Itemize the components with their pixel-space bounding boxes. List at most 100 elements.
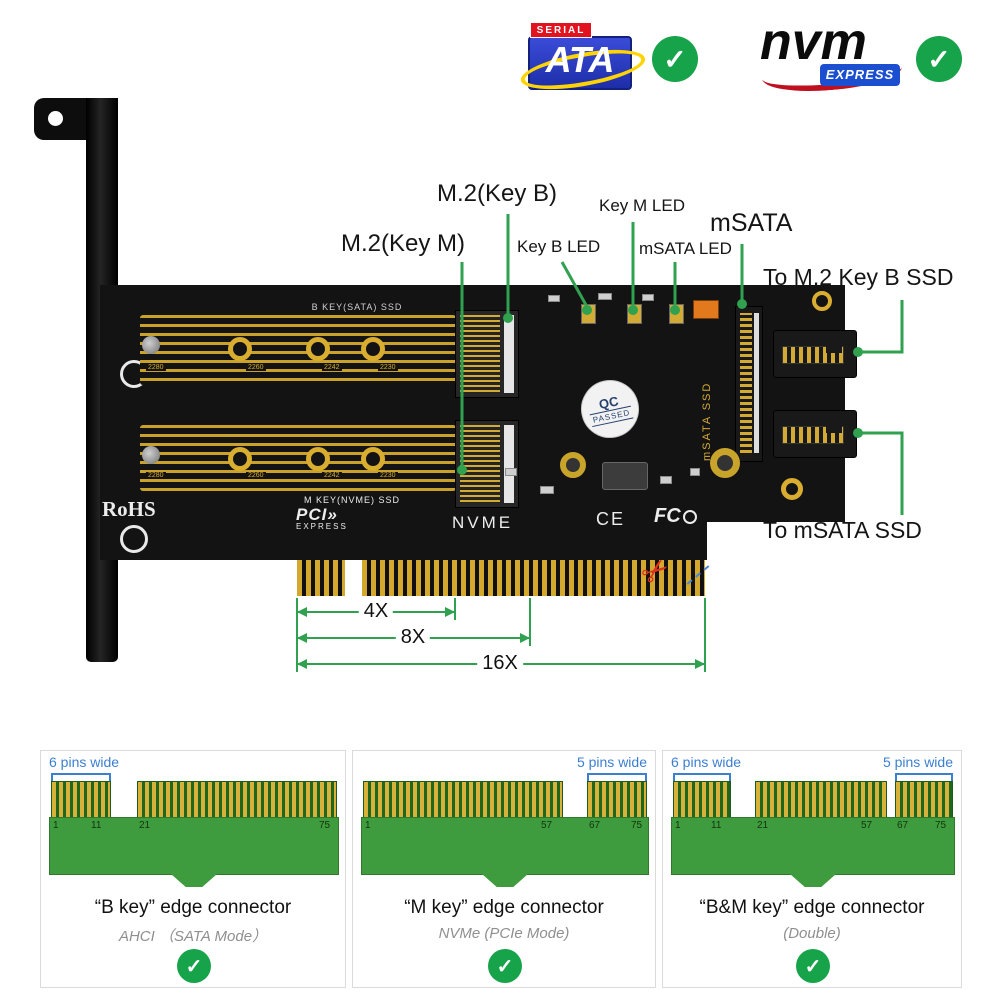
- pcb-via-hole: [781, 478, 803, 500]
- pin-number: 75: [319, 820, 331, 831]
- connector-title-rest: edge connector: [472, 897, 604, 918]
- callout-msata: mSATA: [710, 209, 793, 237]
- pin-group: [363, 781, 563, 818]
- pin-number: 1: [53, 820, 59, 831]
- pins-wide-bracket: [673, 773, 731, 781]
- socket-key: [504, 315, 514, 393]
- pins-wide-label: 6 pins wide: [671, 754, 742, 770]
- connector-title-rest: edge connector: [793, 897, 925, 918]
- standoff-hole: [228, 337, 252, 361]
- b-key-slot-label: B KEY(SATA) SSD: [311, 302, 403, 312]
- pin-group: [895, 781, 953, 818]
- m-key-slot-label: M KEY(NVME) SSD: [303, 495, 400, 505]
- connector-title-rest: edge connector: [160, 897, 292, 918]
- smd-component: [505, 468, 517, 476]
- m2-b-key-socket: [455, 310, 519, 398]
- standoff-hole: [361, 447, 385, 471]
- pin-group: [755, 781, 887, 818]
- size-label: 2280: [146, 472, 166, 479]
- pcie-fingers-long: [362, 560, 705, 596]
- size-label: 2280: [146, 364, 166, 371]
- standoff-hole: [306, 447, 330, 471]
- connector-title: “B&M key” edge connector: [663, 897, 961, 919]
- pins-wide-label: 5 pins wide: [576, 754, 647, 770]
- callout-key-b-led: Key B LED: [517, 237, 601, 256]
- bm-key-check-icon: ✓: [796, 949, 830, 983]
- key-b-led: [581, 304, 596, 324]
- dim-label-4x: 4X: [358, 600, 394, 624]
- pin-group: [51, 781, 111, 818]
- pin-number: 21: [757, 820, 769, 831]
- pcb-via-hole: [812, 291, 832, 311]
- smd-component: [642, 294, 654, 301]
- socket-pins: [460, 425, 500, 503]
- connector-key-name: “B&M key”: [699, 897, 789, 918]
- nvm-express-badge: EXPRESS: [820, 64, 900, 86]
- connector-panel-b-key: 6 pins wide 1 11 21 75 “B key” edge conn…: [40, 750, 346, 988]
- connector-panel-bm-key: 6 pins wide 5 pins wide 1 11 21 57 67 75…: [662, 750, 962, 988]
- socket-key: [504, 425, 514, 503]
- size-label: 2260: [246, 364, 266, 371]
- m2-m-key-socket: [455, 420, 519, 508]
- pins-wide-bracket: [587, 773, 647, 781]
- size-label: 2242: [322, 472, 342, 479]
- connector-body: [671, 817, 955, 875]
- standoff-screw-top: [142, 336, 160, 354]
- nvm-express-logo: nvm EXPRESS: [760, 13, 920, 97]
- smd-component: [540, 486, 554, 494]
- callout-to-m2-key-b-ssd: To M.2 Key B SSD: [763, 264, 954, 290]
- callout-m2-key-m: M.2(Key M): [341, 230, 466, 257]
- pcb-board-lower: [100, 521, 707, 560]
- pcie-fingers-short: [297, 560, 345, 596]
- nvm-text: nvm: [760, 13, 867, 71]
- pins-wide-label: 5 pins wide: [882, 754, 953, 770]
- b-key-traces: [140, 315, 456, 385]
- pins-wide-label: 6 pins wide: [49, 754, 120, 770]
- sata-port-msata: [773, 410, 857, 458]
- sata-port-key-notch: [826, 346, 842, 353]
- callout-to-msata-ssd: To mSATA SSD: [763, 517, 922, 543]
- sata-port-m2-b: [773, 330, 857, 378]
- passed-text: PASSED: [589, 405, 634, 428]
- callout-msata-led: mSATA LED: [639, 239, 732, 258]
- express-text: EXPRESS: [296, 522, 348, 531]
- size-label: 2260: [246, 472, 266, 479]
- size-label: 2230: [378, 472, 398, 479]
- smd-component: [660, 476, 672, 484]
- pin-number: 1: [675, 820, 681, 831]
- fcc-mark: FC: [654, 505, 697, 528]
- connector-body: [49, 817, 339, 875]
- pci-arrow-icon: »: [327, 505, 338, 524]
- fcc-text: FC: [654, 505, 681, 527]
- nvme-silkscreen: NVME: [452, 513, 514, 532]
- connector-subtitle: (Double): [783, 925, 841, 942]
- m-key-check-icon: ✓: [488, 949, 522, 983]
- msata-socket-key: [754, 313, 759, 453]
- pin-number: 67: [589, 820, 601, 831]
- callout-key-m-led: Key M LED: [599, 196, 685, 215]
- connector-body: [361, 817, 649, 875]
- connector-tab: [482, 874, 528, 887]
- msata-power-connector: [693, 300, 719, 319]
- pin-number: 21: [139, 820, 151, 831]
- pcb-mount-hole-bottom: [120, 525, 148, 553]
- sata-ata-text: ATA: [545, 39, 615, 80]
- fcc-circle-icon: [682, 509, 697, 524]
- connector-tab: [790, 874, 836, 887]
- pin-number: 75: [631, 820, 643, 831]
- pin-group: [137, 781, 337, 818]
- connector-title: “B key” edge connector: [41, 897, 345, 919]
- connector-tab: [171, 874, 217, 887]
- sata-check-icon: ✓: [652, 36, 698, 82]
- msata-silkscreen-text: mSATA SSD: [701, 381, 713, 461]
- standoff-screw-bottom: [142, 446, 160, 464]
- pin-number: 11: [91, 820, 102, 831]
- sata-serial-tab: SERIAL: [530, 22, 592, 38]
- pin-number: 57: [541, 820, 553, 831]
- nvme-check-icon: ✓: [916, 36, 962, 82]
- smd-component: [690, 468, 700, 476]
- bracket-screw-hole: [48, 111, 63, 126]
- pin-group: [673, 781, 731, 818]
- connector-panel-m-key: 5 pins wide 1 57 67 75 “M key” edge conn…: [352, 750, 656, 988]
- connector-subtitle: NVMe (PCIe Mode): [438, 925, 570, 942]
